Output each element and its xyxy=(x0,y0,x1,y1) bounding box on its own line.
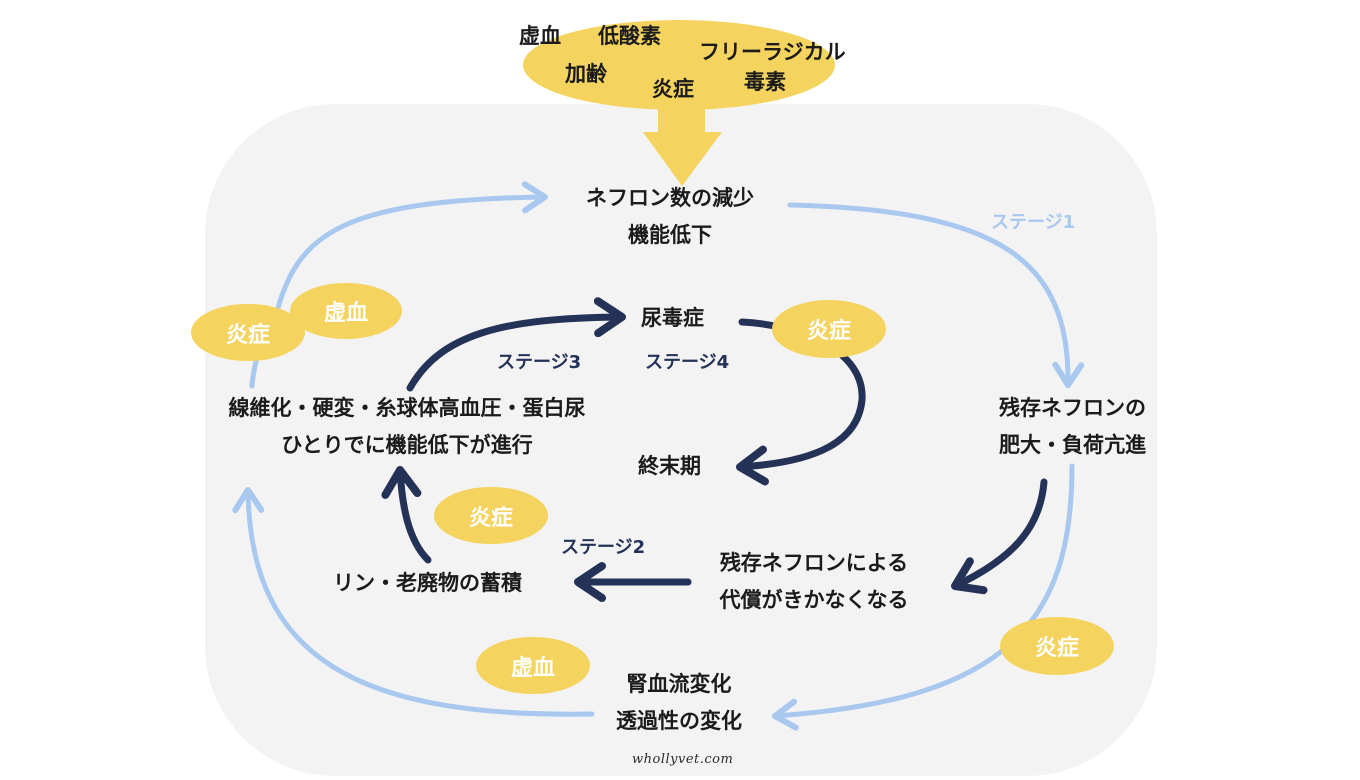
node-nephron-decrease-line2: 機能低下 xyxy=(628,223,712,247)
cause-inflammation: 炎症 xyxy=(652,77,694,101)
badge-ischemia-lower-left: 虚血 xyxy=(476,637,590,694)
watermark: whollyvet.com xyxy=(632,752,734,767)
badge-inflammation-upper-left: 炎症 xyxy=(191,304,305,361)
node-end-stage: 終末期 xyxy=(638,454,701,478)
outer-arrow-bottom-left xyxy=(232,486,595,717)
node-hypertrophy: 残存ネフロンの 肥大・負荷亢進 xyxy=(980,390,1165,464)
outer-arrow-top-right xyxy=(787,202,1085,388)
stage3-label: ステージ3 xyxy=(497,352,582,373)
node-renal-blood-flow: 腎血流変化 透過性の変化 xyxy=(598,666,760,740)
stage2-label: ステージ2 xyxy=(561,537,646,558)
node-renal-blood-flow-line2: 透過性の変化 xyxy=(616,709,742,733)
node-fibrosis: 線維化・硬変・糸球体高血圧・蛋白尿 ひとりでに機能低下が進行 xyxy=(172,390,642,464)
badge-ischemia-upper-left: 虚血 xyxy=(290,283,402,339)
node-hypertrophy-line2: 肥大・負荷亢進 xyxy=(999,433,1146,457)
node-nephron-decrease-line1: ネフロン数の減少 xyxy=(586,186,754,210)
stage1-label: ステージ1 xyxy=(991,212,1076,233)
badge-inflammation-lower-right: 炎症 xyxy=(1000,617,1114,675)
node-fibrosis-line1: 線維化・硬変・糸球体高血圧・蛋白尿 xyxy=(228,396,586,420)
node-renal-blood-flow-line1: 腎血流変化 xyxy=(626,672,732,696)
node-compensation-fail-line1: 残存ネフロンによる xyxy=(719,551,909,575)
inner-arrow-stage3 xyxy=(406,297,626,392)
causes-ellipse xyxy=(523,20,835,110)
node-nephron-decrease: ネフロン数の減少 機能低下 xyxy=(568,180,772,254)
cause-free-radical: フリーラジカル xyxy=(699,40,846,64)
outer-arrow-top-left xyxy=(275,181,548,311)
cause-toxin: 毒素 xyxy=(744,70,786,94)
badge-inflammation-middle: 炎症 xyxy=(434,487,548,544)
inner-arrow-phosphorus-to-fibrosis xyxy=(381,466,432,564)
inner-arrow-hypertrophy-to-compensation xyxy=(951,478,1048,595)
badge-inflammation-upper-right: 炎症 xyxy=(772,300,886,358)
node-phosphorus: リン・老廃物の蓄積 xyxy=(333,571,522,595)
node-uremia: 尿毒症 xyxy=(641,306,704,330)
cause-ischemia: 虚血 xyxy=(519,24,561,48)
stage4-label: ステージ4 xyxy=(645,352,730,373)
node-compensation-fail: 残存ネフロンによる 代償がきかなくなる xyxy=(694,545,934,619)
cause-hypoxia: 低酸素 xyxy=(598,24,661,48)
node-fibrosis-line2: ひとりでに機能低下が進行 xyxy=(281,433,533,457)
cause-aging: 加齢 xyxy=(565,62,607,86)
node-compensation-fail-line2: 代償がきかなくなる xyxy=(719,588,909,612)
node-hypertrophy-line1: 残存ネフロンの xyxy=(999,396,1146,420)
cause-arrow xyxy=(643,98,722,186)
